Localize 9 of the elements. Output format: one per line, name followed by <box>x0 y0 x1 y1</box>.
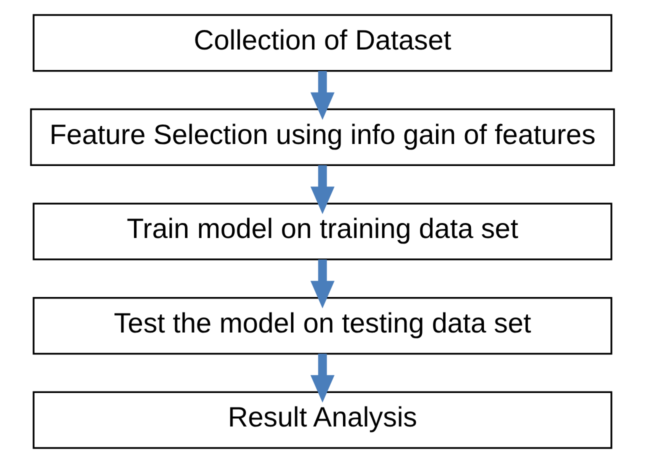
arrow <box>310 354 335 403</box>
node-box: Test the model on testing data set <box>32 296 612 355</box>
node-box: Collection of Dataset <box>32 14 612 72</box>
arrow <box>310 70 335 120</box>
node-box: Train model on training data set <box>32 202 612 260</box>
arrow <box>310 260 335 308</box>
node-box: Result Analysis <box>32 391 612 449</box>
arrow <box>310 165 335 214</box>
node-box: Feature Selection using info gain of features <box>30 108 615 166</box>
